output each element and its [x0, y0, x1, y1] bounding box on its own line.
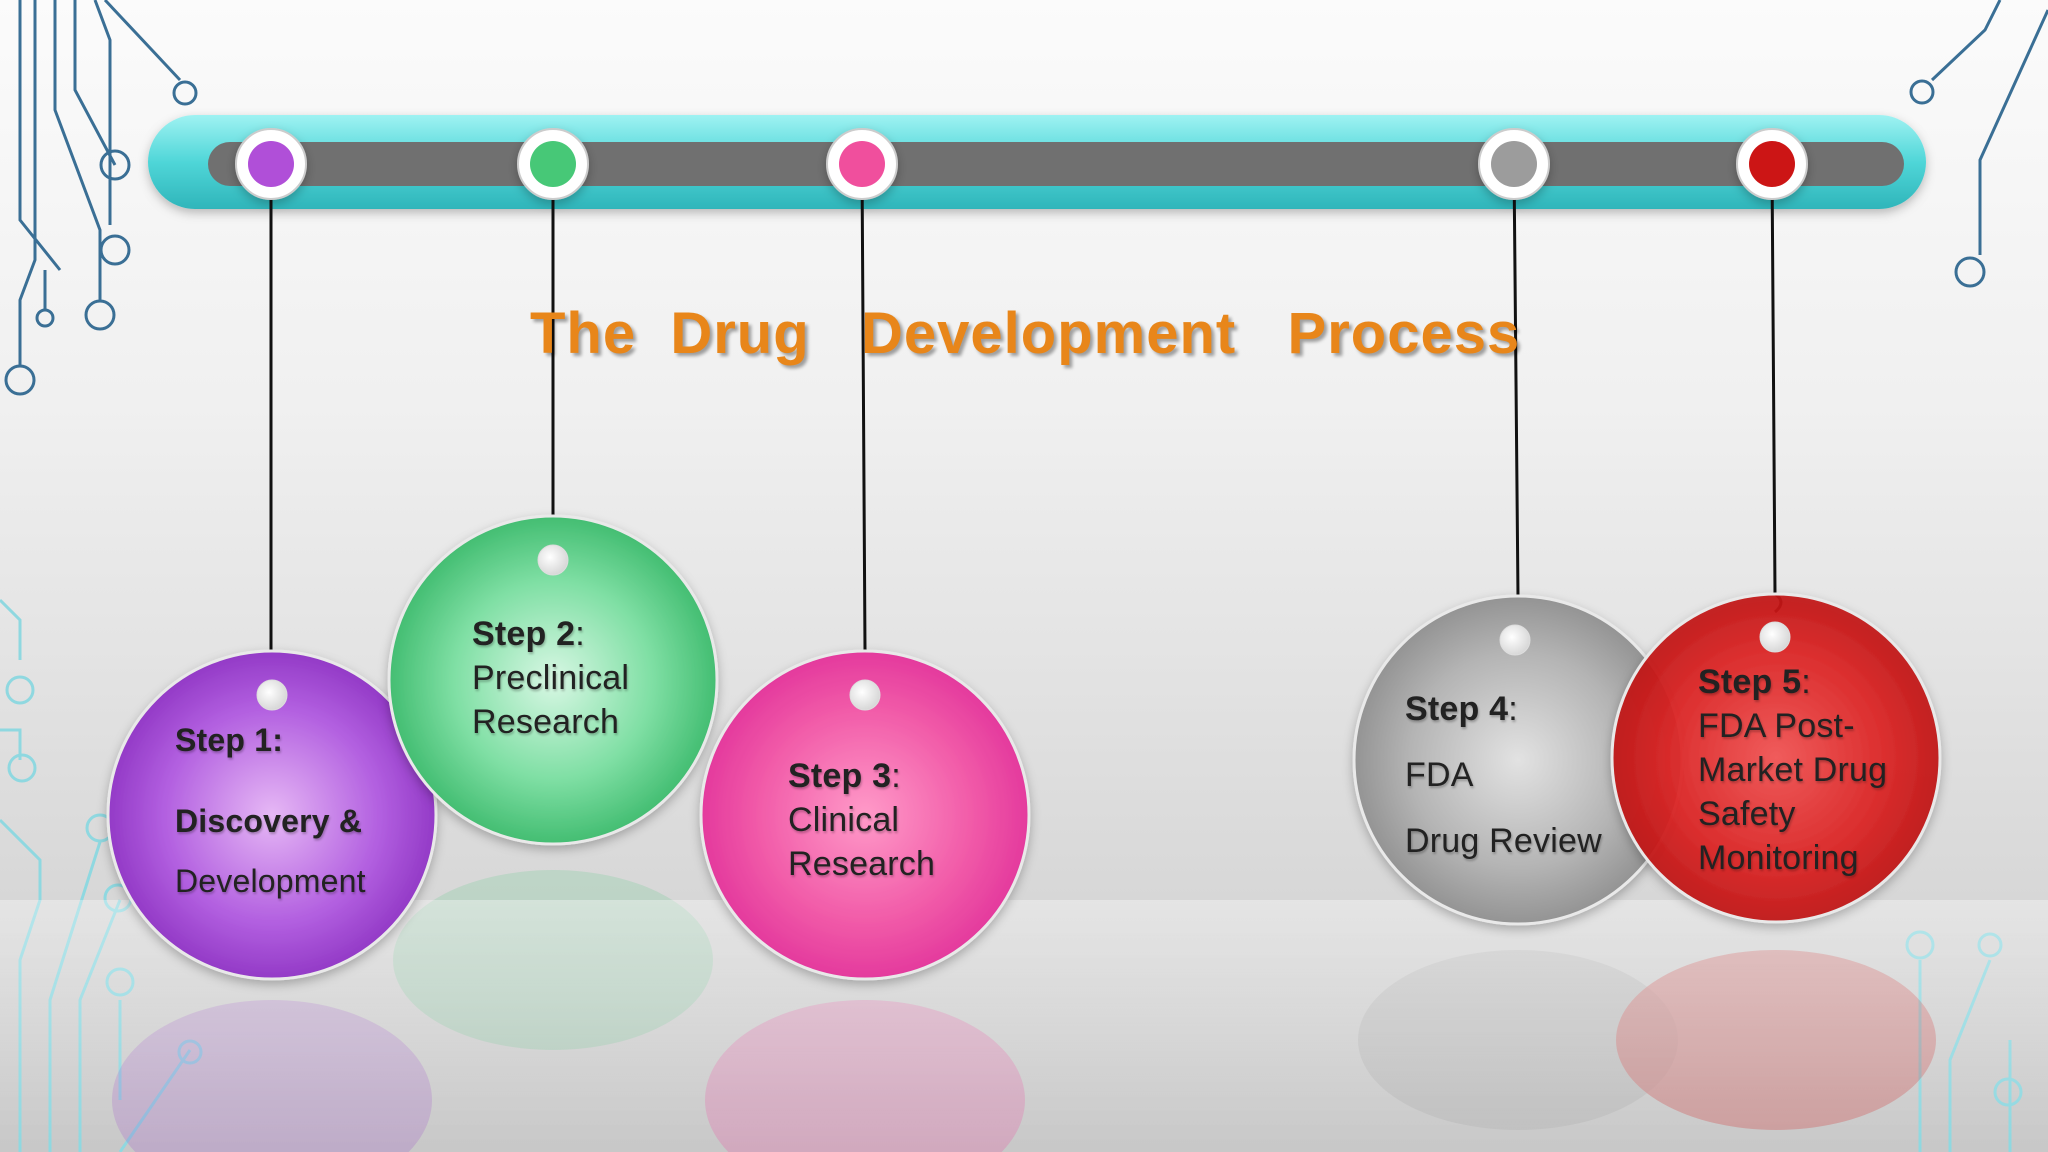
timeline-node-2	[517, 128, 589, 200]
step-5-circle	[1610, 592, 1942, 924]
step-2-colon: :	[575, 615, 585, 653]
timeline-node-5	[1736, 128, 1808, 200]
step-2-circle	[387, 514, 719, 846]
step-4-line-1: FDA	[1405, 756, 1474, 794]
step-3-label: Step 3: Clinical Research	[788, 754, 935, 886]
step-1-heading: Step 1:	[175, 722, 284, 758]
timeline-node-4	[1478, 128, 1550, 200]
step-4-heading: Step 4	[1405, 690, 1509, 728]
timeline-node-3	[826, 128, 898, 200]
step-5-line-2: Market Drug	[1698, 751, 1888, 789]
step-4-line-2: Drug Review	[1405, 822, 1602, 860]
step-5-line-3: Safety	[1698, 795, 1796, 833]
step-3-heading: Step 3	[788, 757, 892, 795]
circuit-decoration-left	[4, 0, 198, 396]
step-5-line-1: FDA Post-	[1698, 707, 1855, 745]
timeline-node-1	[235, 128, 307, 200]
slide-title: The Drug Development Process	[530, 301, 1521, 366]
step-1-line-1: Discovery &	[175, 803, 363, 839]
step-1-label: Step 1: Discovery & Development	[175, 720, 366, 901]
step-4-circle	[1352, 594, 1684, 926]
step-1-line-2: Development	[175, 863, 366, 899]
step-5-line-4: Monitoring	[1698, 839, 1859, 877]
step-5-colon: :	[1801, 663, 1811, 701]
step-2-line-1: Preclinical	[472, 659, 630, 697]
step-1-circle	[106, 649, 438, 981]
step-4-colon: :	[1508, 690, 1518, 728]
step-3-line-1: Clinical	[788, 801, 900, 839]
step-4-label: Step 4: FDA Drug Review	[1405, 676, 1602, 874]
timeline-bar	[148, 115, 1926, 209]
step-5-label: Step 5: FDA Post- Market Drug Safety Mon…	[1698, 660, 1887, 880]
step-3-line-2: Research	[788, 845, 936, 883]
step-2-heading: Step 2	[472, 615, 576, 653]
step-3-colon: :	[891, 757, 901, 795]
step-3-circle	[699, 649, 1031, 981]
circuit-decoration-right	[1909, 0, 2048, 288]
step-2-label: Step 2: Preclinical Research	[472, 612, 629, 744]
step-2-line-2: Research	[472, 703, 620, 741]
step-5-heading: Step 5	[1698, 663, 1802, 701]
